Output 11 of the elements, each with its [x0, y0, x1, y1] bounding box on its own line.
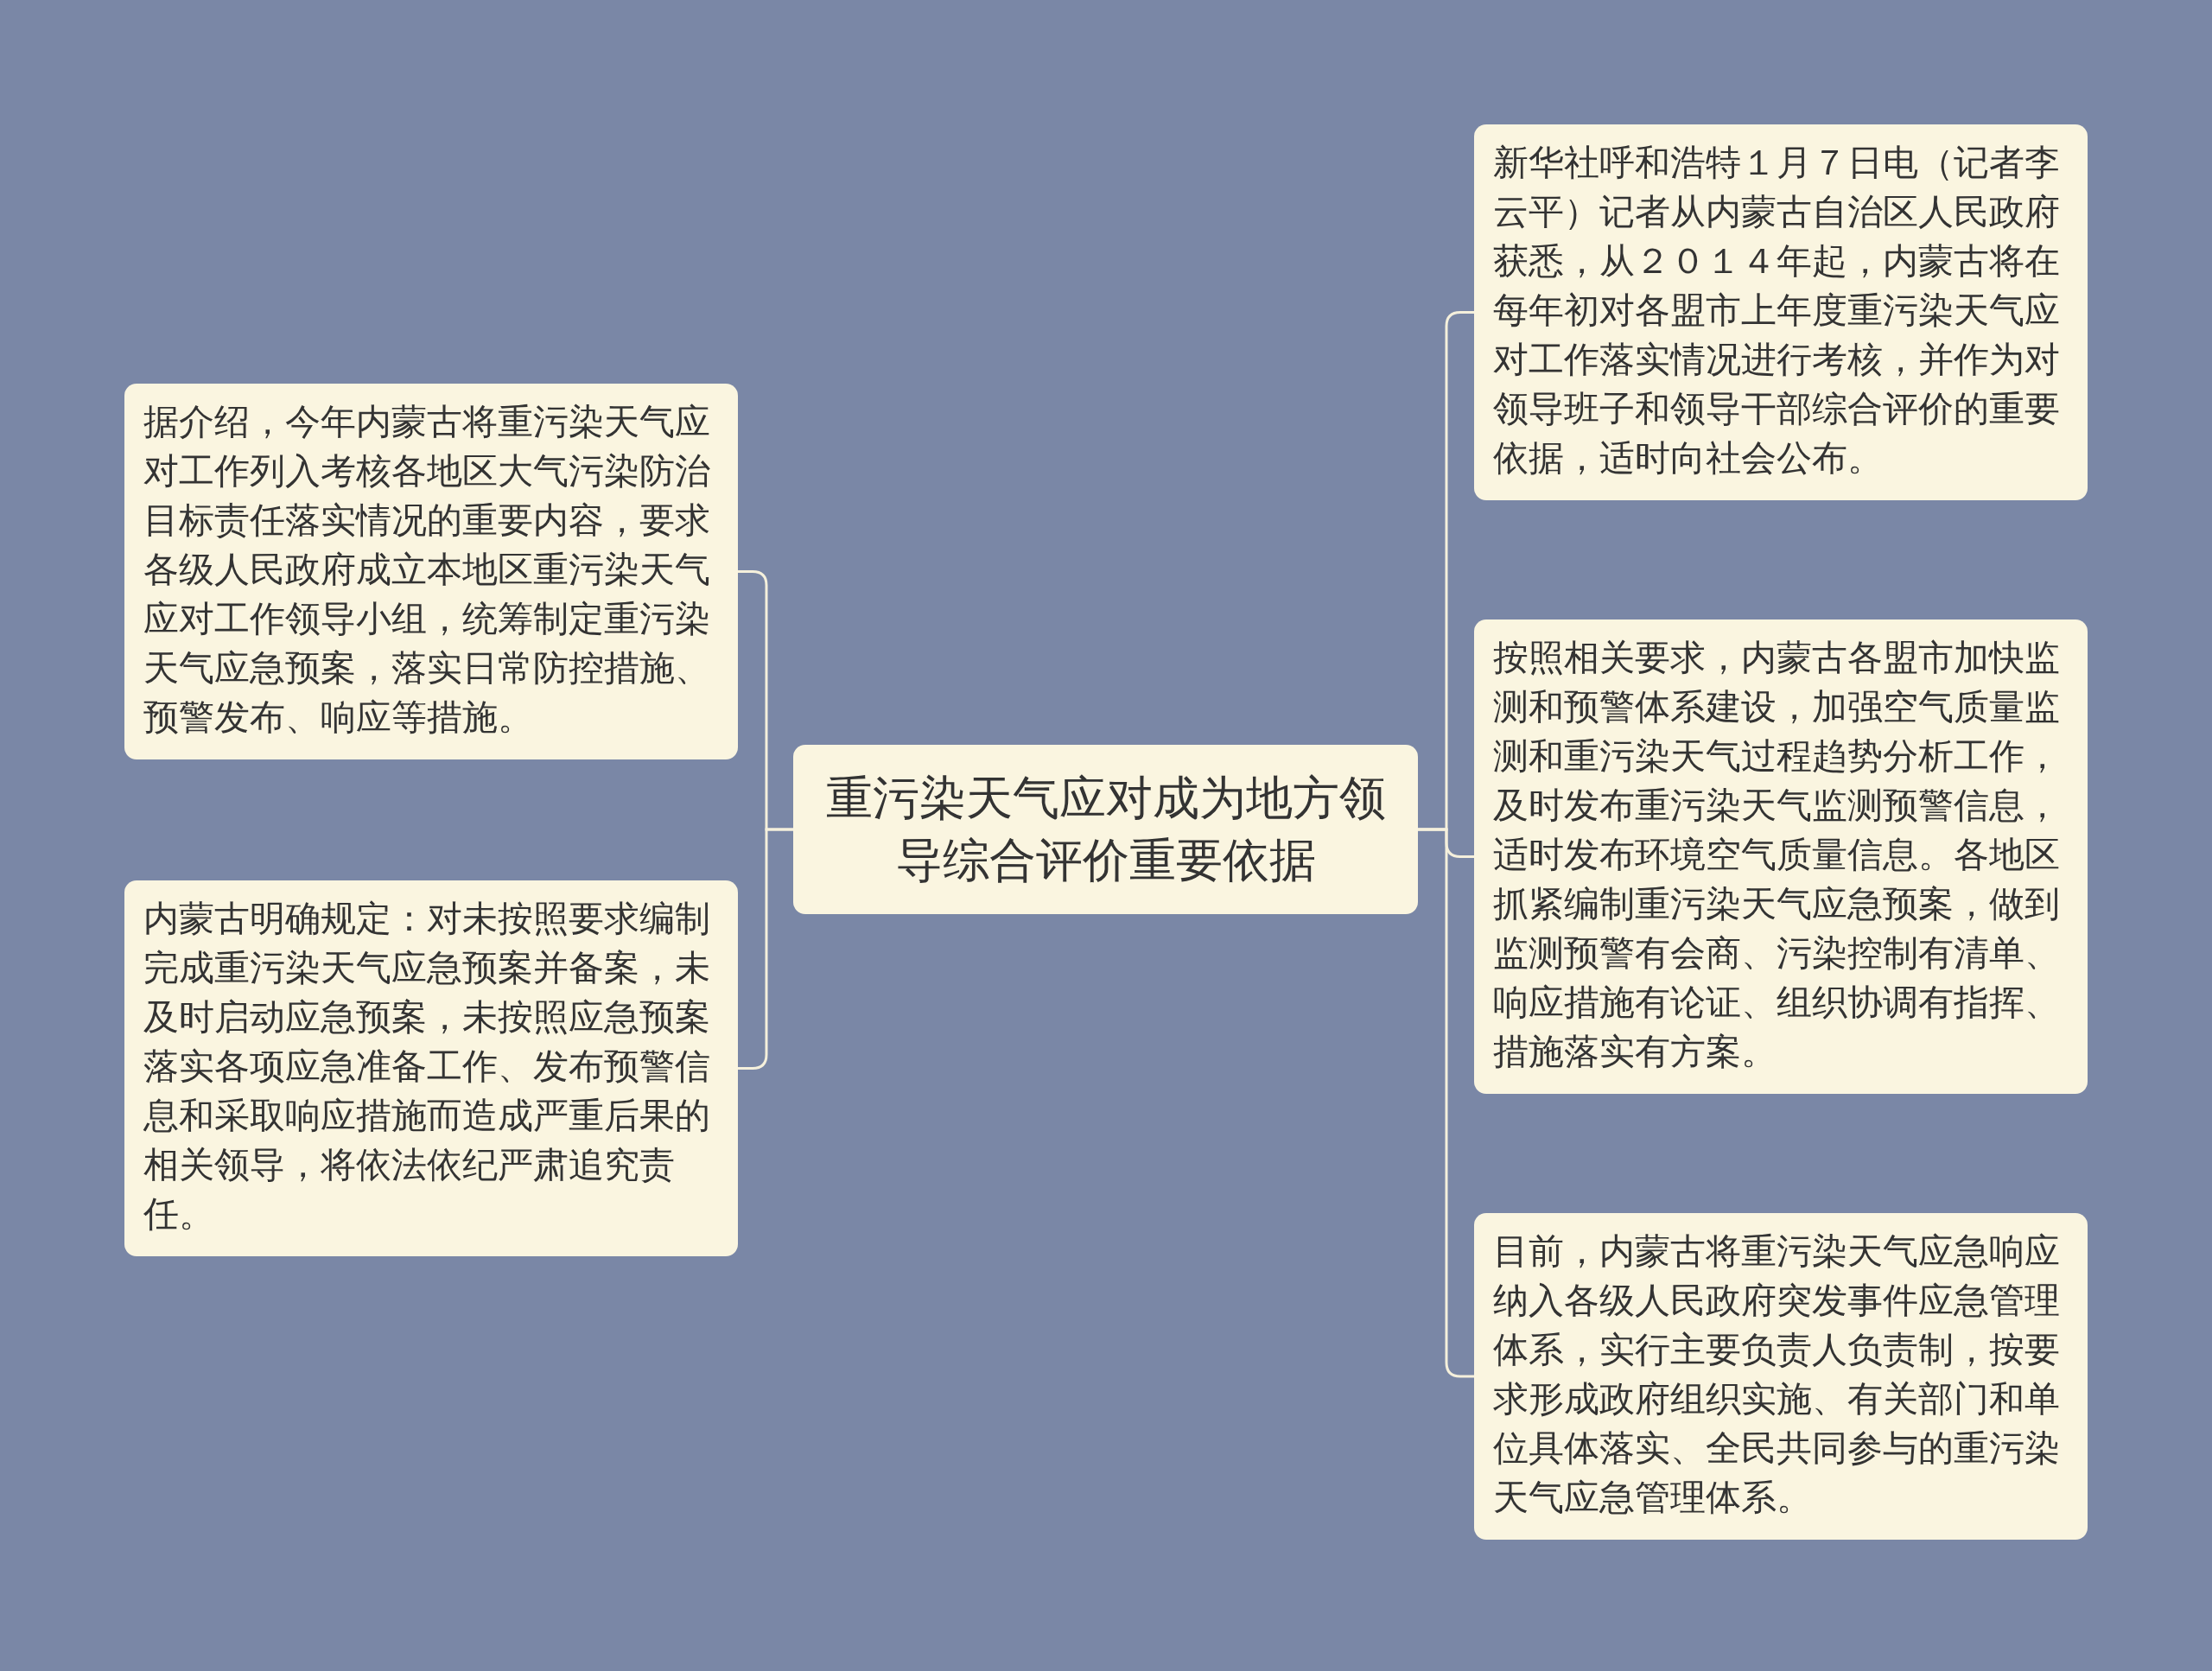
topic-text: 新华社呼和浩特１月７日电（记者李云平）记者从内蒙古自治区人民政府获悉，从２０１４年起，内蒙古将在每年初对各盟市上年度重污染天气应对工作落实情况进行考核，并作为对领导班子和领导干部综合评价的重要依据，适时向社会公布。: [1493, 141, 2061, 480]
topic-box: [1474, 124, 2088, 500]
topic-text: 目前，内蒙古将重污染天气应急响应纳入各级人民政府突发事件应急管理体系，实行主要负责人负责制，按要求形成政府组织实施、有关部门和单位具体落实、全民共同参与的重污染天气应急管理体系。: [1493, 1229, 2061, 1520]
topic-box: [124, 384, 738, 759]
central-topic-box: [793, 745, 1418, 914]
topic-box: [1474, 1213, 2088, 1540]
topic-text: 据介绍，今年内蒙古将重污染天气应对工作列入考核各地区大气污染防治目标责任落实情况的重要内容，要求各级人民政府成立本地区重污染天气应对工作领导小组，统筹制定重污染天气应急预案，落实日常防控措施、预警发布、响应等措施。: [143, 400, 711, 740]
topic-title: 重污染天气应对成为地方领导综合评价重要依据: [824, 770, 1387, 889]
topic-text: 按照相关要求，内蒙古各盟市加快监测和预警体系建设，加强空气质量监测和重污染天气过程趋势分析工作，及时发布重污染天气监测预警信息，适时发布环境空气质量信息。各地区抓紧编制重污染天气应急预案，做到监测预警有会商、污染控制有清单、响应措施有论证、组织协调有指挥、措施落实有方案。: [1493, 636, 2061, 1074]
topic-text: 内蒙古明确规定：对未按照要求编制完成重污染天气应急预案并备案，未及时启动应急预案，未按照应急预案落实各项应急准备工作、发布预警信息和采取响应措施而造成严重后果的相关领导，将依法依纪严肃追究责任。: [143, 897, 711, 1236]
topic-box: [124, 880, 738, 1256]
